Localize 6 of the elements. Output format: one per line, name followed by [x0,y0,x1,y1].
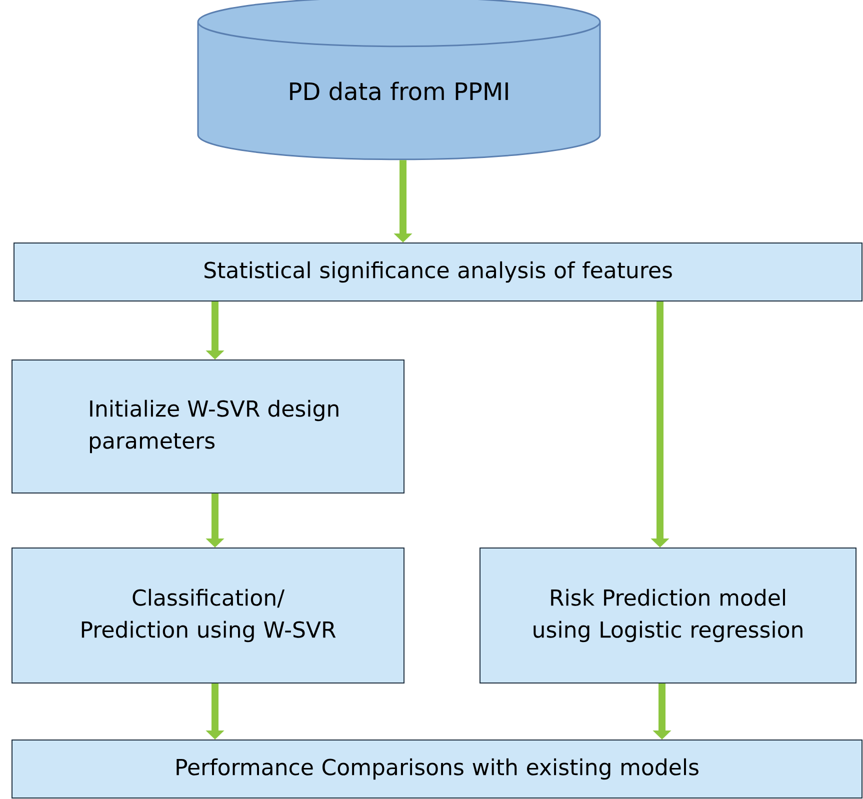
database-cylinder: PD data from PPMI [197,0,601,160]
process-box: Performance Comparisons with existing models [12,740,862,798]
process-box: Statistical significance analysis of features [14,242,862,302]
process-box: Classification/ Prediction using W-SVR [12,548,404,684]
process-box: Risk Prediction model using Logistic regression [480,548,856,684]
process-box: Initialize W-SVR design parameters [12,360,404,494]
